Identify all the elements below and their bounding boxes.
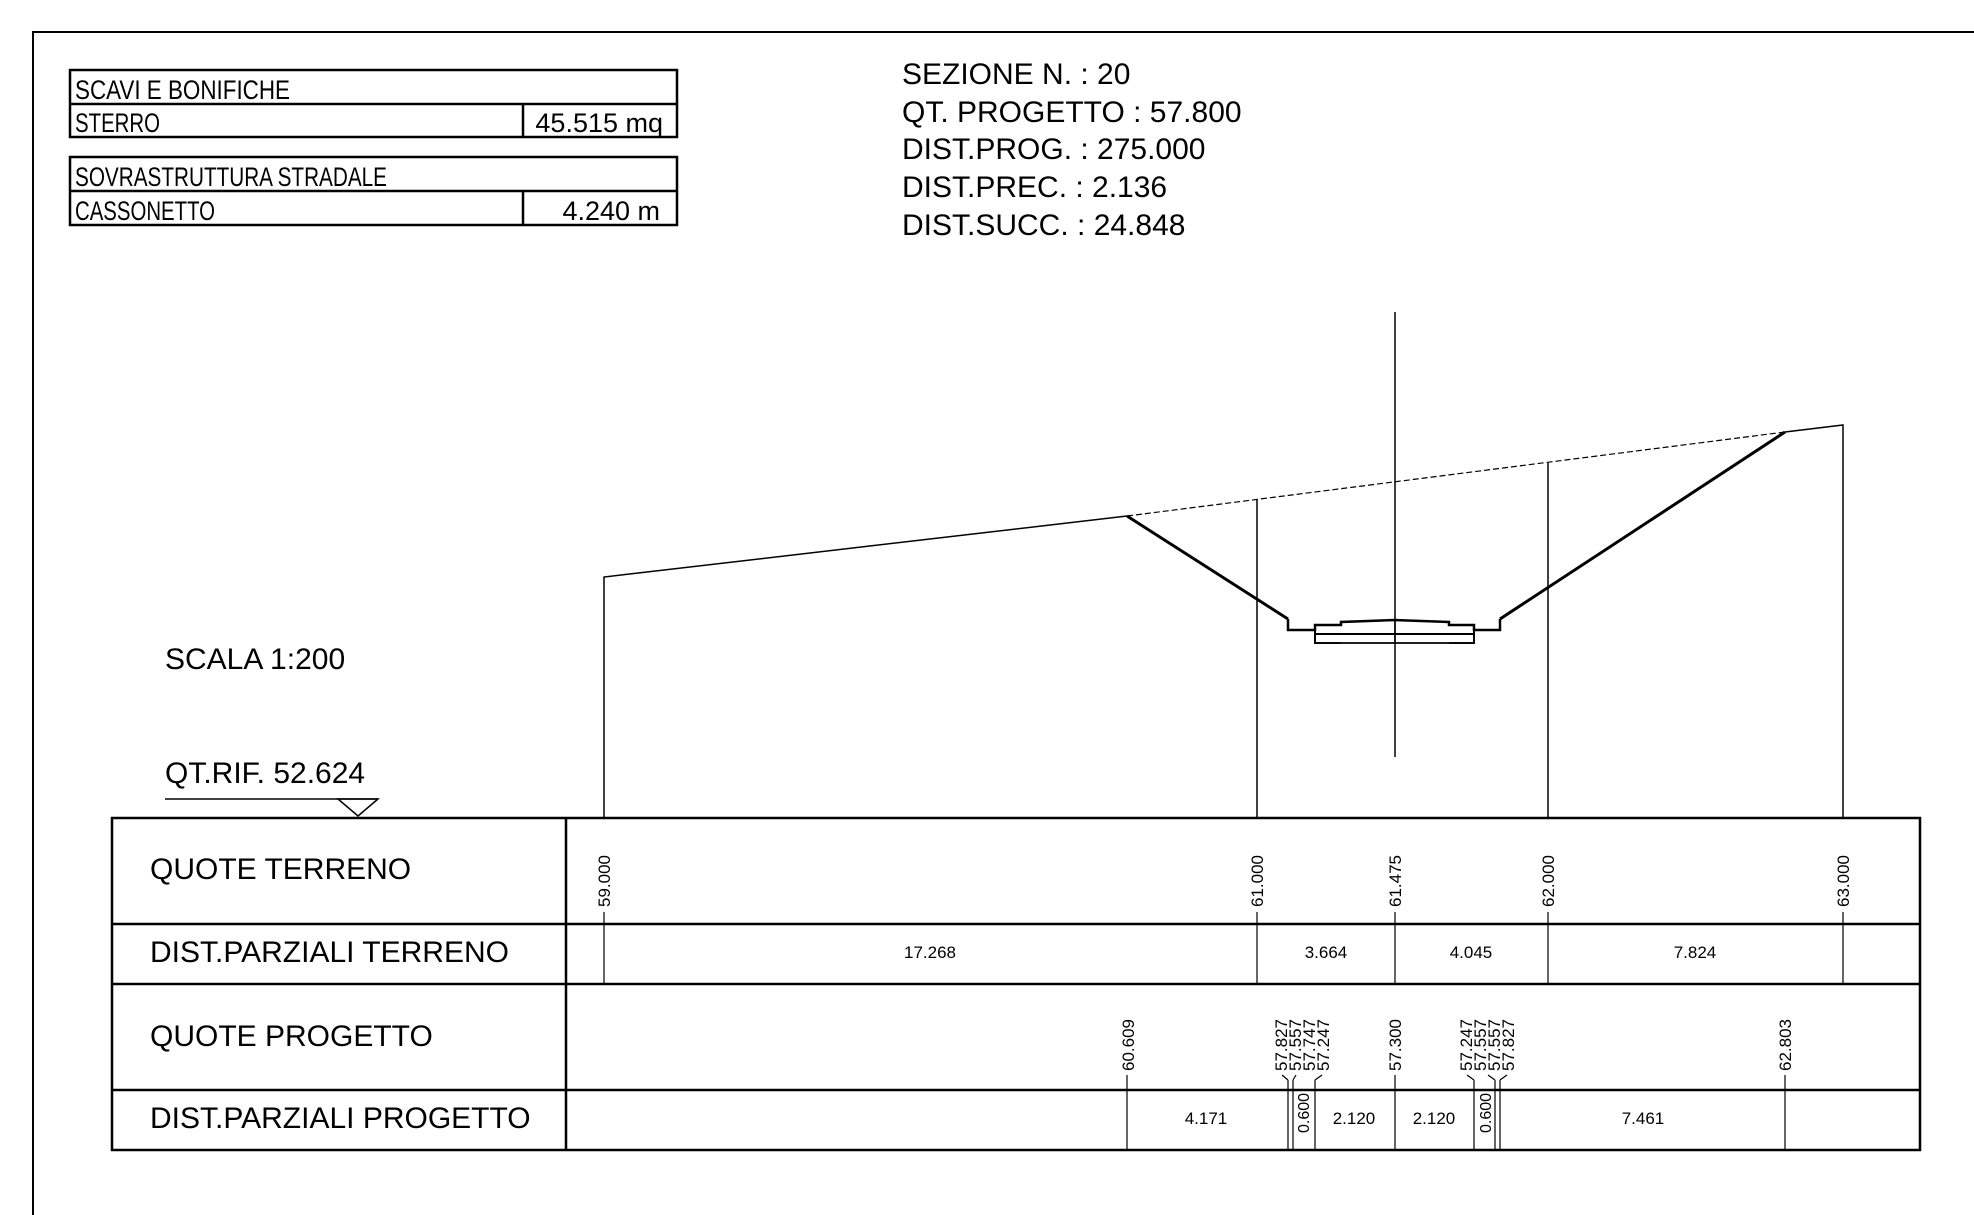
- dist-progetto-label: 4.171: [1185, 1109, 1228, 1128]
- sovrastruttura-table: SOVRASTRUTTURA STRADALE CASSONETTO 4.240…: [68, 155, 679, 227]
- dist-progetto-label: 2.120: [1333, 1109, 1376, 1128]
- sterro-label: STERRO: [75, 108, 160, 138]
- ground-profile-left: [603, 515, 1128, 818]
- project-section: [1126, 430, 1786, 644]
- quote-terreno-label: 61.475: [1386, 855, 1405, 907]
- quote-progetto-label: 57.300: [1386, 1019, 1405, 1071]
- dist-progetto-label: 7.461: [1622, 1109, 1665, 1128]
- scale-label: SCALA 1:200: [165, 643, 345, 676]
- quote-progetto-label: 57.247: [1457, 1019, 1476, 1071]
- dist-progetto-label: 2.120: [1413, 1109, 1456, 1128]
- quote-terreno-values: 59.000 61.000 61.475 62.000 63.000: [595, 855, 1853, 984]
- cassonetto-value: 4.240 m: [562, 196, 660, 226]
- row-label-quote-progetto: QUOTE PROGETTO: [150, 1020, 433, 1053]
- quote-terreno-label: 62.000: [1539, 855, 1558, 907]
- quote-progetto-label: 62.803: [1776, 1019, 1795, 1071]
- reference-label: QT.RIF. 52.624: [165, 757, 365, 790]
- ground-profile-right: [1784, 424, 1844, 818]
- dist-progetto-label: 0.600: [1478, 1093, 1495, 1133]
- sheet-border: [32, 31, 1974, 1215]
- dist-prec: DIST.PREC. : 2.136: [902, 171, 1167, 204]
- dist-progetto-values: 4.171 0.600 2.120 2.120 0.600 7.461: [1185, 1093, 1665, 1133]
- quote-progetto-label: 57.557: [1286, 1019, 1305, 1071]
- sovrastruttura-title: SOVRASTRUTTURA STRADALE: [75, 162, 387, 192]
- dist-terreno-label: 3.664: [1305, 943, 1348, 962]
- quote-progetto-label: 57.827: [1499, 1019, 1518, 1071]
- quote-terreno-label: 63.000: [1834, 855, 1853, 907]
- dist-prog: DIST.PROG. : 275.000: [902, 133, 1205, 166]
- scavi-table: SCAVI E BONIFICHE STERRO 45.515 mq: [68, 68, 679, 139]
- scavi-title: SCAVI E BONIFICHE: [75, 75, 290, 105]
- section-number: SEZIONE N. : 20: [902, 58, 1130, 91]
- quote-progetto-values: [1126, 1074, 1786, 1150]
- quote-progetto-label: 57.247: [1314, 1019, 1333, 1071]
- row-label-dist-progetto: DIST.PARZIALI PROGETTO: [150, 1102, 531, 1135]
- dist-succ: DIST.SUCC. : 24.848: [902, 209, 1185, 242]
- cassonetto-label: CASSONETTO: [75, 196, 215, 226]
- section-info: SEZIONE N. : 20 QT. PROGETTO : 57.800 DI…: [902, 58, 1242, 242]
- quote-terreno-label: 59.000: [595, 855, 614, 907]
- quote-progetto-label: 57.557: [1485, 1019, 1504, 1071]
- quote-progetto-label: 57.557: [1471, 1019, 1490, 1071]
- data-table: [110, 816, 1922, 1152]
- quote-progetto-label: 57.827: [1272, 1019, 1291, 1071]
- quote-progetto-label: 60.609: [1119, 1019, 1138, 1071]
- reference-triangle: [335, 798, 381, 817]
- qt-progetto: QT. PROGETTO : 57.800: [902, 96, 1242, 129]
- ground-profile-dashed: [1126, 431, 1786, 517]
- dist-terreno-label: 7.824: [1674, 943, 1717, 962]
- quote-progetto-label: 57.747: [1300, 1019, 1319, 1071]
- dist-progetto-label: 0.600: [1296, 1093, 1313, 1133]
- dist-terreno-values: 17.268 3.664 4.045 7.824: [904, 943, 1716, 962]
- dist-terreno-label: 4.045: [1450, 943, 1493, 962]
- dist-terreno-label: 17.268: [904, 943, 956, 962]
- row-label-quote-terreno: QUOTE TERRENO: [150, 853, 411, 886]
- sterro-value: 45.515 mq: [535, 108, 663, 138]
- row-label-dist-terreno: DIST.PARZIALI TERRENO: [150, 936, 509, 969]
- quote-terreno-label: 61.000: [1248, 855, 1267, 907]
